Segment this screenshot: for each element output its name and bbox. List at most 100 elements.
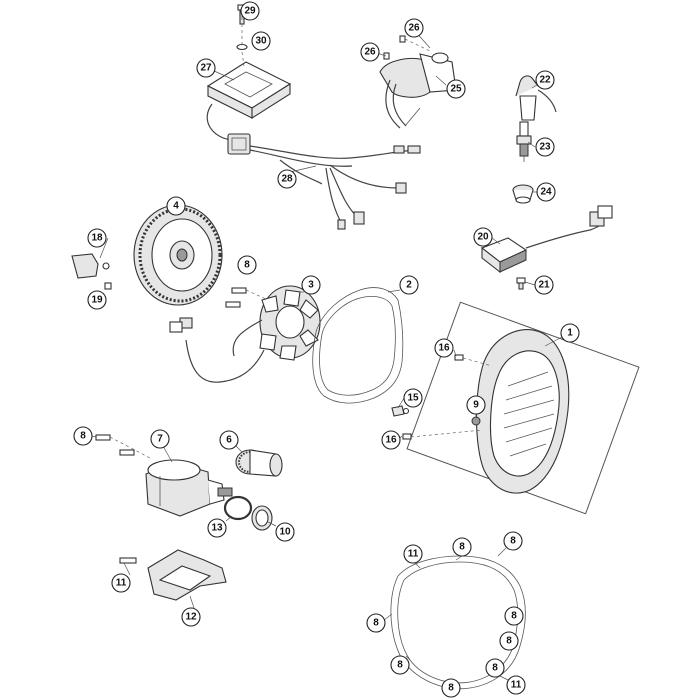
svg-text:8: 8 (80, 431, 86, 442)
svg-text:8: 8 (459, 542, 465, 553)
svg-text:8: 8 (492, 663, 498, 674)
cover-gasket (390, 555, 526, 690)
callout-16-b: 16 (381, 430, 401, 450)
grommet-24 (512, 184, 534, 204)
screw-21 (516, 277, 526, 290)
svg-text:16: 16 (438, 343, 450, 354)
flywheel-4 (133, 204, 223, 306)
callout-24: 24 (536, 182, 556, 202)
svg-text:8: 8 (244, 260, 250, 271)
svg-text:2: 2 (406, 280, 412, 291)
callout-23: 23 (535, 137, 555, 157)
svg-text:8: 8 (506, 636, 512, 647)
screw-8-starter (95, 434, 151, 459)
callout-20: 20 (473, 227, 493, 247)
callout-4: 4 (166, 196, 186, 216)
svg-text:25: 25 (450, 84, 462, 95)
svg-text:16: 16 (385, 435, 397, 446)
callout-18: 18 (87, 228, 107, 248)
callout-25: 25 (446, 79, 466, 99)
svg-text:27: 27 (200, 63, 212, 74)
callout-12: 12 (181, 607, 201, 627)
svg-text:21: 21 (538, 280, 550, 291)
svg-text:26: 26 (408, 23, 420, 34)
svg-text:28: 28 (281, 174, 293, 185)
callout-16-a: 16 (434, 338, 454, 358)
svg-text:20: 20 (477, 232, 489, 243)
svg-text:23: 23 (539, 142, 551, 153)
svg-text:9: 9 (473, 400, 479, 411)
o-ring-13 (223, 495, 253, 521)
svg-text:11: 11 (116, 578, 127, 589)
svg-text:13: 13 (211, 523, 223, 534)
starter-motor-7 (145, 459, 233, 517)
callout-11-gasket-top: 11 (403, 544, 423, 564)
svg-text:18: 18 (91, 233, 103, 244)
leader-lines (91, 10, 563, 685)
callout-30: 30 (251, 31, 271, 51)
ignition-cover-1 (471, 329, 570, 494)
callout-26-b: 26 (360, 42, 380, 62)
callout-8-gasket-8: 8 (441, 678, 461, 698)
callout-26-a: 26 (404, 18, 424, 38)
callout-28: 28 (277, 169, 297, 189)
callout-1: 1 (560, 323, 580, 343)
spark-plug-connector-22 (515, 75, 557, 121)
bracket-15 (391, 405, 410, 417)
wiring-harness-28 (206, 103, 421, 230)
svg-text:3: 3 (308, 280, 314, 291)
screw-26b (383, 52, 390, 60)
callout-11-starter: 11 (111, 573, 131, 593)
svg-text:8: 8 (448, 683, 454, 694)
pickup-sensor-18 (71, 253, 110, 279)
callout-15: 15 (403, 388, 423, 408)
starter-cover-12 (147, 549, 227, 601)
callout-8-gasket-5: 8 (499, 631, 519, 651)
callout-8-gasket-1: 8 (452, 537, 472, 557)
svg-text:24: 24 (540, 187, 552, 198)
svg-text:15: 15 (407, 393, 419, 404)
svg-text:8: 8 (373, 618, 379, 629)
svg-text:8: 8 (511, 611, 517, 622)
callout-27: 27 (196, 58, 216, 78)
screw-16a (454, 354, 493, 367)
callout-19: 19 (87, 290, 107, 310)
svg-text:12: 12 (185, 612, 197, 623)
svg-text:11: 11 (511, 680, 522, 691)
callout-8-gasket-3: 8 (366, 613, 386, 633)
callout-2: 2 (399, 275, 419, 295)
svg-text:8: 8 (397, 660, 403, 671)
screw-16b (402, 429, 483, 440)
spark-plug-23 (516, 121, 532, 162)
callout-22: 22 (535, 70, 555, 90)
svg-text:6: 6 (226, 435, 232, 446)
gasket-2 (312, 287, 404, 404)
callout-29: 29 (240, 1, 260, 21)
svg-text:29: 29 (244, 6, 256, 17)
callout-8-gasket-7: 8 (485, 658, 505, 678)
svg-text:26: 26 (364, 47, 376, 58)
control-unit-27 (206, 51, 292, 119)
svg-text:8: 8 (510, 536, 516, 547)
screw-19 (104, 282, 112, 290)
svg-text:7: 7 (157, 434, 163, 445)
callout-8-gasket-2: 8 (503, 531, 523, 551)
callout-13: 13 (207, 518, 227, 538)
svg-text:30: 30 (255, 36, 267, 47)
callout-7: 7 (150, 429, 170, 449)
callout-8-stator: 8 (237, 255, 257, 275)
screw-26a (399, 35, 433, 53)
svg-text:10: 10 (279, 527, 291, 538)
sleeve-10 (251, 505, 273, 531)
starter-drive-6 (235, 449, 283, 477)
screw-11-starter (119, 557, 137, 564)
callout-6: 6 (219, 430, 239, 450)
svg-text:11: 11 (408, 549, 419, 560)
washer-30 (236, 43, 248, 51)
callout-9: 9 (466, 395, 486, 415)
ignition-coil-25 (379, 52, 457, 129)
svg-text:22: 22 (539, 75, 551, 86)
callout-21: 21 (534, 275, 554, 295)
voltage-regulator-20 (480, 205, 613, 274)
